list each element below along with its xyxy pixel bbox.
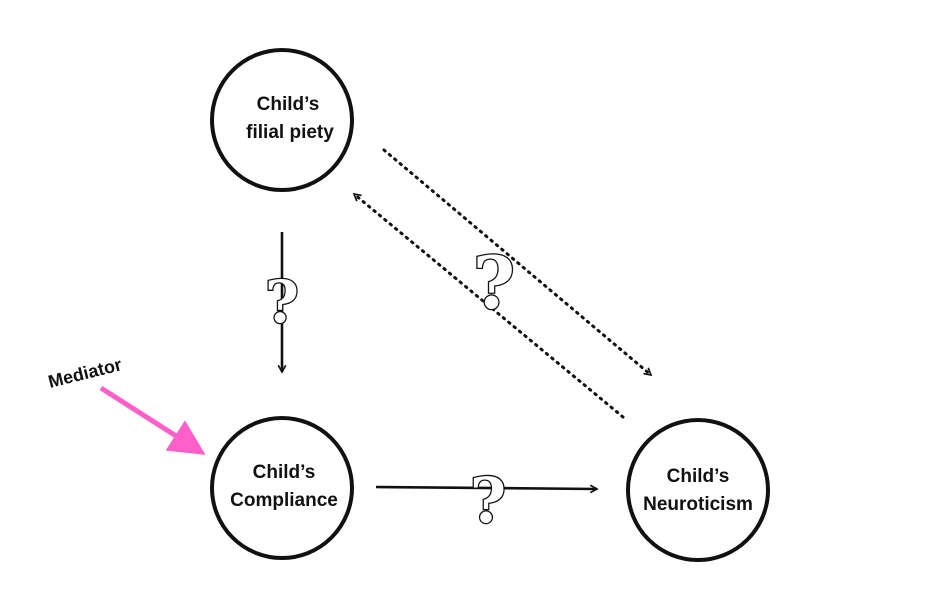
neuroticism-label-line2: Neuroticism (643, 494, 753, 515)
edge-compliance-to-neuroticism (375, 487, 597, 489)
question-mark-compliance-to-neuroticism: ? (470, 464, 506, 537)
neuroticism-label-line1: Child’s (667, 466, 730, 487)
node-filial-piety (210, 48, 354, 192)
mediator-label: Mediator (46, 354, 124, 392)
node-compliance (210, 416, 354, 560)
mediator-arrow (99, 385, 206, 455)
compliance-label-line2: Compliance (230, 490, 338, 511)
edge-filial-to-neuroticism-dotted (382, 148, 653, 377)
filial-piety-label-line1: Child’s (257, 94, 320, 115)
edge-neuroticism-to-filial-dotted (352, 192, 625, 419)
compliance-label-line1: Child’s (253, 462, 316, 483)
question-mark-filial-neuroticism: ? (473, 240, 515, 325)
node-neuroticism (626, 418, 770, 562)
filial-piety-label-line2: filial piety (246, 122, 334, 143)
question-mark-filial-to-compliance: ? (265, 268, 299, 336)
